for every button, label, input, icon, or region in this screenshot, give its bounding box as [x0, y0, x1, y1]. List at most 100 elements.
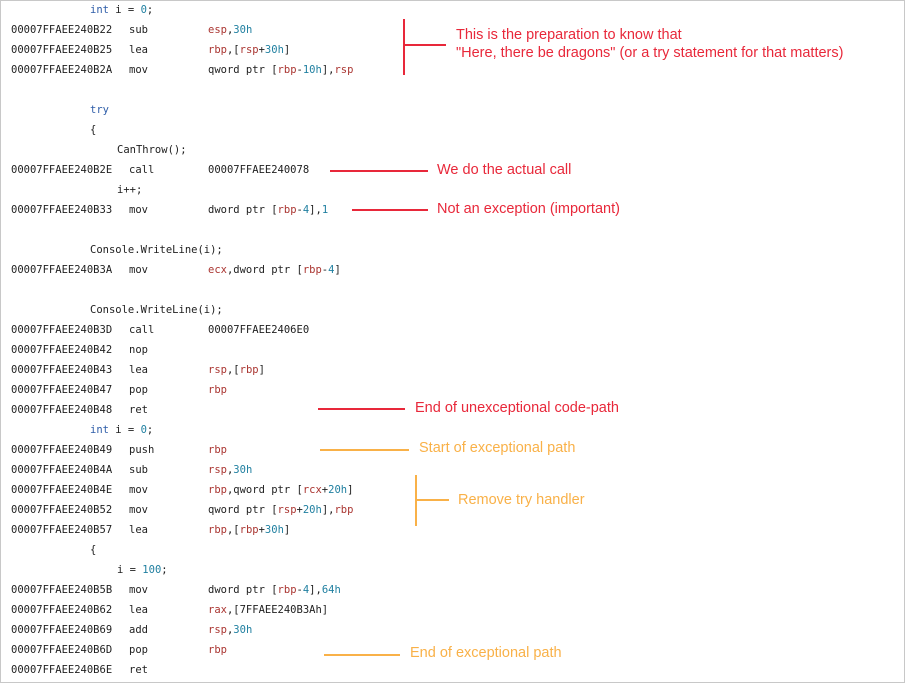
preparation-pointer — [403, 44, 446, 46]
operand-token: rbp — [208, 524, 227, 536]
source-text: i++; — [117, 180, 142, 200]
asm-address: 00007FFAEE240B47 — [11, 384, 113, 396]
operand-token: esp — [208, 24, 227, 36]
asm-mnemonic: sub — [129, 464, 148, 476]
source-text: CanThrow(); — [117, 140, 187, 160]
operand-token: rbp — [334, 504, 354, 516]
source-token: try — [90, 104, 109, 116]
operand-token: + — [296, 504, 303, 516]
asm-address: 00007FFAEE240B49 — [11, 444, 113, 456]
operand-token: 4 — [302, 584, 310, 596]
asm-address: 00007FFAEE240B5B — [11, 584, 113, 596]
operand-token: rsp — [208, 464, 227, 476]
asm-operands: esp,30h — [208, 20, 252, 40]
operand-token: rbp — [208, 444, 227, 456]
source-token: { — [90, 124, 97, 136]
operand-token: 4 — [328, 264, 335, 276]
operand-token: rsp — [277, 504, 297, 516]
asm-address: 00007FFAEE240B48 — [11, 404, 113, 416]
operand-token: 00007FFAEE240078 — [208, 164, 310, 176]
source-token: { — [90, 544, 97, 556]
operand-token: 30h — [264, 524, 284, 536]
operand-token: - — [296, 64, 303, 76]
operand-token: 30h — [233, 464, 253, 476]
asm-address: 00007FFAEE240B57 — [11, 524, 113, 536]
asm-address: 00007FFAEE240B2A — [11, 64, 113, 76]
asm-mnemonic: ret — [129, 664, 148, 676]
actual-call-note: We do the actual call — [437, 162, 572, 178]
operand-token: ,[ — [226, 524, 240, 536]
operand-token: ], — [321, 64, 335, 76]
operand-token: ] — [334, 264, 341, 276]
asm-mnemonic: mov — [129, 264, 148, 276]
asm-address: 00007FFAEE240B3A — [11, 264, 113, 276]
asm-address: 00007FFAEE240B22 — [11, 24, 113, 36]
operand-token: , — [226, 624, 234, 636]
operand-token: ] — [347, 484, 354, 496]
source-text: Console.WriteLine(i); — [90, 300, 223, 320]
asm-mnemonic: mov — [129, 504, 148, 516]
start-exceptional-pointer — [320, 449, 409, 451]
remove-try-pointer — [415, 499, 449, 501]
source-text: int i = 0; — [90, 420, 153, 440]
source-token: i = — [117, 564, 143, 576]
operand-token: rbp — [208, 44, 227, 56]
asm-mnemonic: push — [129, 444, 155, 456]
source-token: 0 — [140, 4, 147, 16]
operand-token: 20h — [328, 484, 348, 496]
operand-token: ] — [283, 44, 291, 56]
asm-address: 00007FFAEE240B52 — [11, 504, 113, 516]
asm-operands: qword ptr [rsp+20h],rbp — [208, 500, 353, 520]
remove-try-note: Remove try handler — [458, 492, 585, 508]
asm-operands: 00007FFAEE240078 — [208, 160, 309, 180]
asm-address: 00007FFAEE240B2E — [11, 164, 113, 176]
asm-mnemonic: mov — [129, 584, 148, 596]
asm-mnemonic: mov — [129, 204, 148, 216]
operand-token: qword ptr [ — [208, 64, 278, 76]
asm-address: 00007FFAEE240B62 — [11, 604, 113, 616]
operand-token: - — [321, 264, 329, 276]
asm-address: 00007FFAEE240B6D — [11, 644, 113, 656]
operand-token: , — [226, 24, 234, 36]
not-exception-pointer — [352, 209, 428, 211]
operand-token: rsp — [239, 44, 259, 56]
operand-token: 64h — [321, 584, 341, 596]
source-token: 0 — [140, 424, 147, 436]
source-token: int — [90, 4, 109, 16]
asm-mnemonic: lea — [129, 604, 148, 616]
operand-token: 30h — [233, 624, 253, 636]
asm-mnemonic: lea — [129, 524, 148, 536]
asm-address: 00007FFAEE240B33 — [11, 204, 113, 216]
asm-address: 00007FFAEE240B4A — [11, 464, 113, 476]
asm-operands: rbp — [208, 640, 227, 660]
asm-mnemonic: add — [129, 624, 148, 636]
asm-mnemonic: mov — [129, 484, 148, 496]
operand-token: ,[7FFAEE240B3Ah] — [226, 604, 329, 616]
operand-token: ] — [258, 364, 265, 376]
operand-token: ], — [321, 504, 335, 516]
asm-mnemonic: lea — [129, 364, 148, 376]
source-token: CanThrow(); — [117, 144, 187, 156]
operand-token: rbp — [239, 524, 259, 536]
operand-token: + — [258, 44, 265, 56]
operand-token: dword ptr [ — [208, 584, 278, 596]
operand-token: ,[ — [226, 364, 240, 376]
asm-operands: 00007FFAEE2406E0 — [208, 320, 309, 340]
source-token: Console.WriteLine(i); — [90, 304, 223, 316]
operand-token: - — [296, 204, 303, 216]
asm-address: 00007FFAEE240B4E — [11, 484, 113, 496]
source-text: Console.WriteLine(i); — [90, 240, 223, 260]
end-unexceptional-note: End of unexceptional code-path — [415, 400, 619, 416]
operand-token: 30h — [233, 24, 253, 36]
source-text: { — [90, 540, 96, 560]
source-token: i = — [108, 424, 141, 436]
source-token: ; — [146, 4, 154, 16]
operand-token: rsp — [334, 64, 354, 76]
operand-token: ] — [283, 524, 291, 536]
operand-token: + — [321, 484, 329, 496]
not-exception-note: Not an exception (important) — [437, 201, 620, 217]
operand-token: ], — [309, 204, 322, 216]
source-token: i = — [108, 4, 141, 16]
operand-token: ,qword ptr [ — [226, 484, 303, 496]
